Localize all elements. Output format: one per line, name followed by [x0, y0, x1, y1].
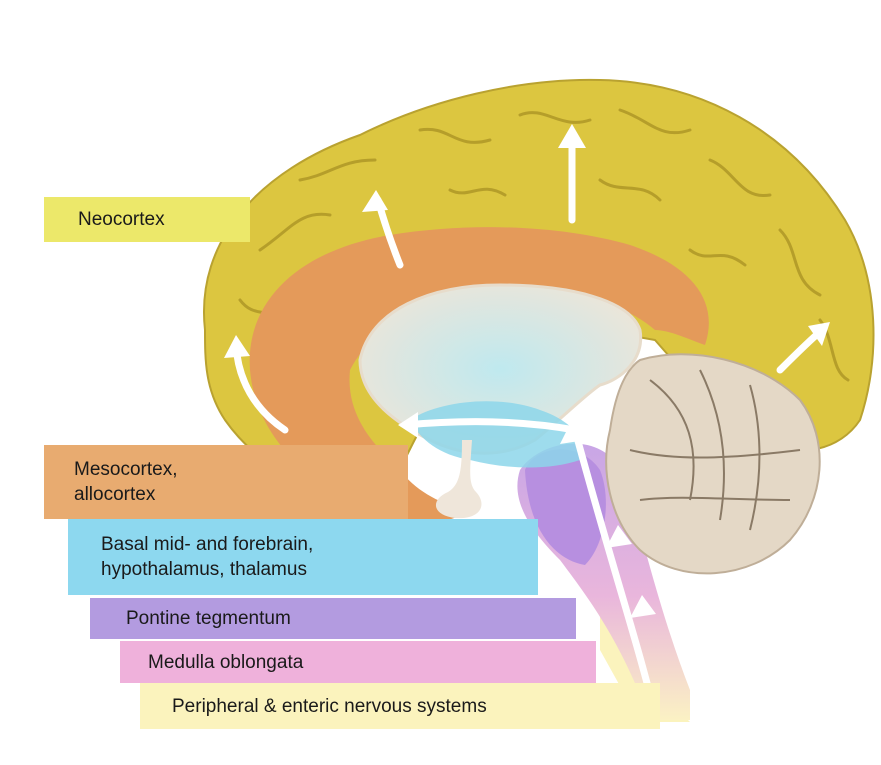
label-mesocortex: Mesocortex, allocortex: [44, 445, 408, 519]
label-basal: Basal mid- and forebrain, hypothalamus, …: [68, 519, 538, 595]
label-peripheral: Peripheral & enteric nervous systems: [140, 683, 660, 729]
label-neocortex: Neocortex: [44, 197, 250, 242]
label-medulla: Medulla oblongata: [120, 641, 596, 683]
label-pontine: Pontine tegmentum: [90, 598, 576, 639]
